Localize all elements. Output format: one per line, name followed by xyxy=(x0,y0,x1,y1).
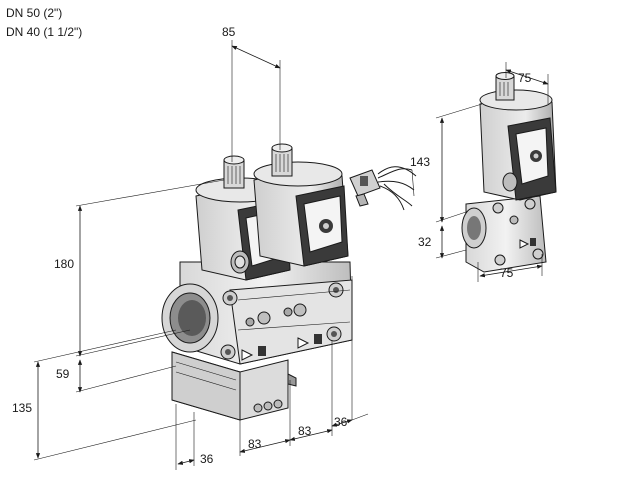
dim-left-depth: 36 xyxy=(200,452,214,466)
right-solenoid-coil xyxy=(253,143,349,267)
dim-right-depth: 36 xyxy=(334,415,348,429)
dim-single-flange: 32 xyxy=(418,235,432,249)
dim-top-width: 85 xyxy=(222,25,236,39)
bottom-module xyxy=(171,351,297,421)
dim-single-top-width: 75 xyxy=(518,71,532,85)
title-dn40: DN 40 (1 1/2") xyxy=(6,25,83,39)
double-valve xyxy=(161,143,353,421)
dimensions-single xyxy=(435,62,549,282)
dim-height-total: 180 xyxy=(54,257,74,271)
dimensions-main xyxy=(33,40,369,470)
connector-plug xyxy=(349,166,417,211)
dim-single-height: 143 xyxy=(410,155,430,169)
single-valve xyxy=(461,72,557,273)
dim-flange-height: 59 xyxy=(56,367,70,381)
dim-bottom-height: 135 xyxy=(12,401,32,415)
valve-housing xyxy=(161,261,353,365)
title-dn50: DN 50 (2") xyxy=(6,6,63,20)
dim-module-width-1: 83 xyxy=(248,437,262,451)
dim-single-bottom-width: 75 xyxy=(500,266,514,280)
dim-module-width-2: 83 xyxy=(298,424,312,438)
